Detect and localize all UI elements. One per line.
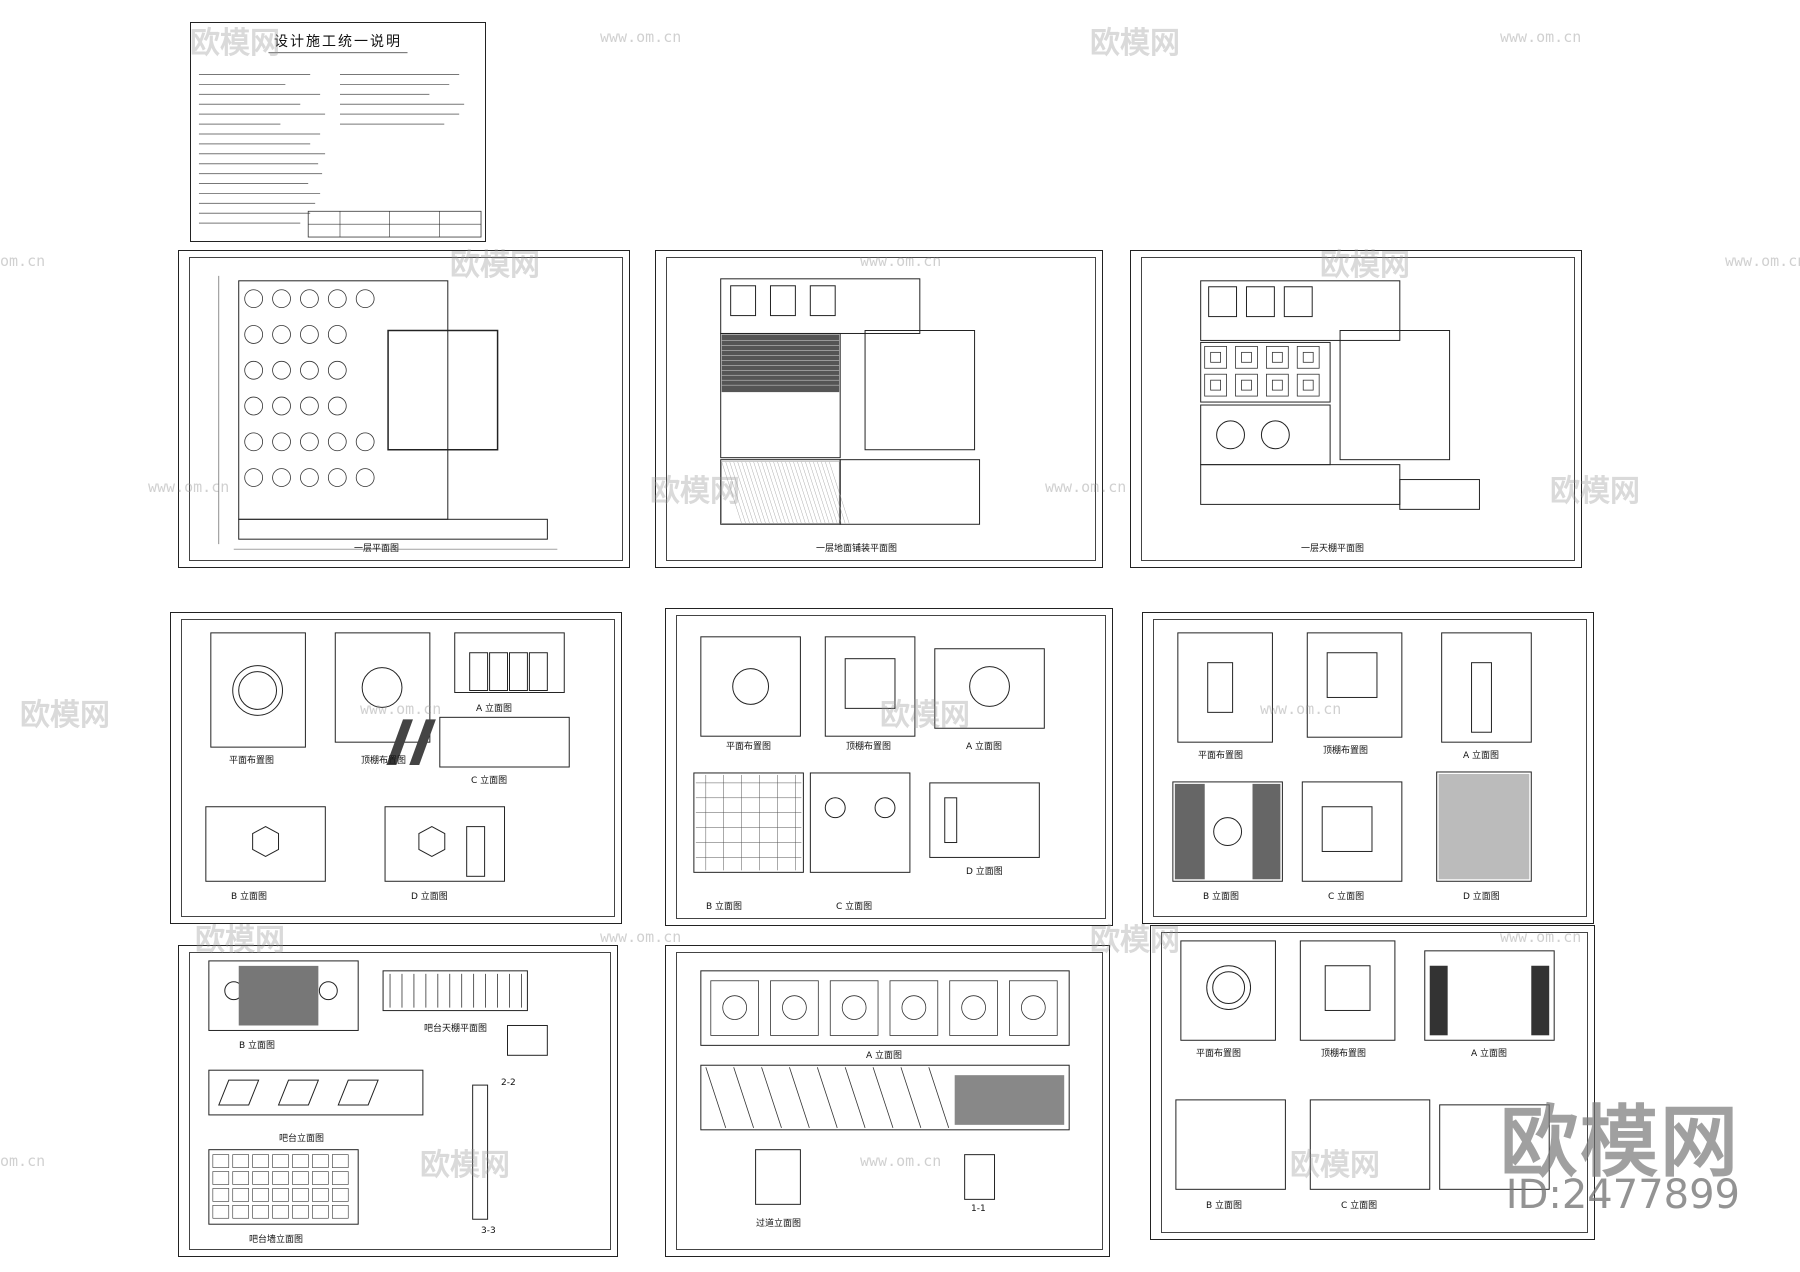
caption-elevation-c: C 立面图 (471, 776, 508, 786)
caption-ceiling: 顶棚布置图 (361, 756, 407, 766)
private-room-3-drawing (1172, 632, 1532, 882)
watermark-url: www.om.cn (1500, 28, 1582, 46)
caption-elevation-a: A 立面图 (1471, 1049, 1508, 1059)
floor-plan-drawing (218, 275, 558, 550)
caption-elevation-b: B 立面图 (1203, 892, 1240, 902)
watermark-url: www.om.cn (1725, 252, 1800, 270)
floor-plan-sheet: 一层平面图 (178, 250, 630, 568)
private-room-3-sheet: 平面布置图 顶棚布置图 A 立面图 B 立面图 C 立面图 D 立面图 (1142, 612, 1594, 924)
caption-elevation-b: B 立面图 (706, 902, 743, 912)
bar-details-drawing (208, 960, 548, 1225)
watermark-url: www.om.cn (860, 1152, 942, 1170)
sheet-border (189, 952, 611, 1250)
caption-elevation-d: D 立面图 (1463, 892, 1500, 902)
caption-ceiling: 顶棚布置图 (1321, 1049, 1367, 1059)
sheet-border (676, 615, 1106, 919)
floor-paving-drawing (720, 278, 981, 525)
watermark-url: www.om.cn (360, 700, 442, 718)
sheet-caption: 一层天棚平面图 (1301, 544, 1365, 554)
caption-ceiling: 顶棚布置图 (846, 742, 892, 752)
private-room-4-sheet: 平面布置图 顶棚布置图 A 立面图 B 立面图 C 立面图 (1150, 925, 1595, 1240)
bar-details-sheet: B 立面图 吧台天棚平面图 吧台立面图 2-2 3-3 吧台墙立面图 (178, 945, 618, 1257)
sheet-caption: 一层地面铺装平面图 (816, 544, 898, 554)
brand-logo-text: 欧模网 (1499, 1098, 1740, 1188)
caption-bar-ceiling: 吧台天棚平面图 (424, 1024, 488, 1034)
caption-ceiling: 顶棚布置图 (1323, 746, 1369, 756)
floor-paving-plan-sheet: 一层地面铺装平面图 (655, 250, 1103, 568)
sheet-border (1153, 619, 1587, 917)
watermark-url: www.om.cn (600, 928, 682, 946)
sheet-border (181, 619, 615, 917)
caption-elevation-a: A 立面图 (1463, 751, 1500, 761)
caption-section-3: 3-3 (481, 1226, 496, 1236)
caption-elevation-d: D 立面图 (966, 867, 1003, 877)
caption-plan: 平面布置图 (229, 756, 275, 766)
watermark-url: www.om.cn (860, 252, 942, 270)
watermark-url: www.om.cn (1260, 700, 1342, 718)
watermark-brand: 欧模网 (20, 698, 110, 733)
corridor-elevation-drawing (700, 970, 1070, 1205)
sheet-border (666, 257, 1096, 561)
sheet-caption: 一层平面图 (354, 544, 400, 554)
caption-elevation-b: B 立面图 (239, 1041, 276, 1051)
caption-elevation-c: C 立面图 (1341, 1201, 1378, 1211)
watermark-url: www.om.cn (600, 28, 682, 46)
watermark-url: om.cn (0, 1152, 46, 1170)
caption-elevation-a: A 立面图 (966, 742, 1003, 752)
ceiling-plan-sheet: 一层天棚平面图 (1130, 250, 1582, 568)
watermark-brand: 欧模网 (1090, 26, 1180, 61)
watermark-url: www.om.cn (1500, 928, 1582, 946)
brand-id: ID:2477899 (1505, 1172, 1740, 1218)
caption-section-1: 1-1 (971, 1204, 986, 1214)
caption-plan: 平面布置图 (726, 742, 772, 752)
caption-plan: 平面布置图 (1198, 751, 1244, 761)
caption-elevation-c: C 立面图 (1328, 892, 1365, 902)
caption-elevation-a: A 立面图 (476, 704, 513, 714)
caption-elevation-a: A 立面图 (866, 1051, 903, 1061)
sheet-border (189, 257, 623, 561)
sheet-border (1141, 257, 1575, 561)
private-room-1-sheet: 平面布置图 顶棚布置图 A 立面图 C 立面图 B 立面图 D 立面图 (170, 612, 622, 924)
watermark-url: www.om.cn (1045, 478, 1127, 496)
caption-elevation-b: B 立面图 (1206, 1201, 1243, 1211)
corridor-elevation-sheet: A 立面图 1-1 过道立面图 (665, 945, 1110, 1257)
caption-section-2: 2-2 (501, 1078, 516, 1088)
notes-title: 设计施工统一说明 (274, 34, 402, 50)
caption-elevation-c: C 立面图 (836, 902, 873, 912)
caption-bar-wall: 吧台墙立面图 (249, 1235, 304, 1245)
watermark-url: www.om.cn (148, 478, 230, 496)
caption-corridor: 过道立面图 (756, 1219, 802, 1229)
sheet-border (676, 952, 1103, 1250)
private-room-2-drawing (693, 636, 1045, 873)
notes-text-lines (198, 52, 482, 238)
sheet-border (1161, 932, 1588, 1233)
caption-elevation-b: B 立面图 (231, 892, 268, 902)
watermark-url: om.cn (0, 252, 46, 270)
private-room-2-sheet: 平面布置图 顶棚布置图 A 立面图 B 立面图 C 立面图 D 立面图 (665, 608, 1113, 926)
caption-bar-elevation: 吧台立面图 (279, 1134, 325, 1144)
private-room-1-drawing (205, 632, 570, 882)
caption-plan: 平面布置图 (1196, 1049, 1242, 1059)
private-room-4-drawing (1175, 940, 1555, 1190)
caption-elevation-d: D 立面图 (411, 892, 448, 902)
ceiling-plan-drawing (1200, 280, 1480, 510)
design-notes-sheet: 设计施工统一说明 (190, 22, 486, 242)
